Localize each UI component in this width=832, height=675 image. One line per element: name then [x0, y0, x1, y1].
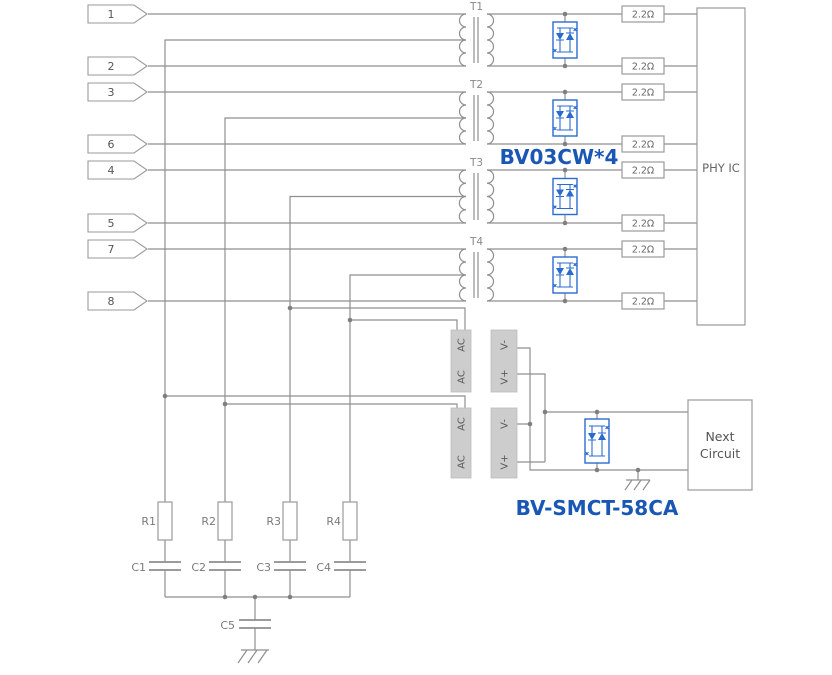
surge-module-part-number: BV-SMCT-58CA: [516, 496, 679, 520]
resistor-label: R3: [266, 515, 281, 528]
tvs-array-1: [552, 21, 578, 59]
resistor-label: R1: [141, 515, 156, 528]
phy-ic-box: PHY IC: [696, 7, 746, 326]
pin-label: 7: [108, 243, 115, 256]
resistor-label: R4: [326, 515, 341, 528]
resistor-r2: R2: [201, 501, 233, 541]
capacitor-label-c1: C1: [131, 561, 146, 574]
connector-pin-6: 6: [87, 134, 148, 154]
resistor-2r2-3: 2.2Ω: [621, 83, 665, 101]
chassis-ground-right-icon: [624, 479, 651, 491]
bridge-pin-ac: AC: [457, 417, 468, 431]
resistor-2r2-4: 2.2Ω: [621, 135, 665, 153]
resistor-value: 2.2Ω: [632, 88, 654, 99]
transformer-label: T2: [469, 79, 483, 91]
connector-pin-7: 7: [87, 239, 148, 259]
bridge-pin-ac: AC: [457, 370, 468, 384]
resistor-2r2-6: 2.2Ω: [621, 214, 665, 232]
connector-pin-1: 1: [87, 4, 148, 24]
resistor-r3: R3: [266, 501, 298, 541]
resistor-r1: R1: [141, 501, 173, 541]
pin-label: 1: [108, 8, 115, 21]
resistor-value: 2.2Ω: [632, 245, 654, 256]
resistor-value: 2.2Ω: [632, 62, 654, 73]
tvs-surge-module: [584, 418, 610, 464]
pin-label: 5: [108, 217, 115, 230]
tvs-lead-wires: [564, 14, 598, 470]
junction-dots: [162, 11, 641, 600]
tvs-array-part-number: BV03CW*4: [500, 145, 619, 169]
transformer-t2: T2: [458, 79, 495, 145]
tvs-array-2: [552, 99, 578, 137]
resistor-2r2-8: 2.2Ω: [621, 292, 665, 310]
tvs-array-4: [552, 256, 578, 294]
tvs-array-3: [552, 177, 578, 216]
connector-pin-4: 4: [87, 160, 148, 180]
bridge-pin-vplus: V+: [500, 369, 511, 384]
capacitor-labels: C1 C2 C3 C4 C5: [131, 561, 331, 632]
chassis-ground-bottom-icon: [237, 649, 269, 664]
pin-label: 2: [108, 60, 115, 73]
bridge-output-wires: [516, 347, 688, 480]
capacitor-label-c2: C2: [191, 561, 206, 574]
bridge-pin-ac: AC: [457, 455, 468, 469]
resistor-r4: R4: [326, 501, 358, 541]
resistor-value: 2.2Ω: [632, 297, 654, 308]
pin-label: 4: [108, 164, 115, 177]
connector-pin-8: 8: [87, 291, 148, 311]
capacitor-plates: [149, 561, 366, 629]
bridge-pin-ac: AC: [457, 338, 468, 352]
pin-label: 6: [108, 138, 115, 151]
center-tap-bus-wires: [164, 39, 466, 502]
termination-wires: [164, 540, 351, 650]
bridge-input-wires: [165, 307, 466, 408]
transformer-label: T3: [469, 157, 483, 169]
capacitor-label-c4: C4: [316, 561, 331, 574]
pin-label: 8: [108, 295, 115, 308]
bridge-pin-vplus: V+: [500, 454, 511, 469]
bridge-pin-vminus: V-: [500, 340, 511, 350]
phy-ic-label: PHY IC: [702, 161, 740, 175]
bridge-pin-vminus: V-: [500, 419, 511, 429]
bridge-rectifier-2: AC AC V- V+: [450, 407, 518, 479]
transformer-label: T1: [469, 1, 483, 13]
resistor-value: 2.2Ω: [632, 219, 654, 230]
transformer-label: T4: [469, 236, 483, 248]
resistor-2r2-5: 2.2Ω: [621, 161, 665, 179]
resistor-value: 2.2Ω: [632, 166, 654, 177]
resistor-label: R2: [201, 515, 216, 528]
pin-wires: [148, 13, 466, 302]
next-circuit-box: Next Circuit: [687, 399, 753, 491]
resistor-value: 2.2Ω: [632, 140, 654, 151]
connector-pin-5: 5: [87, 213, 148, 233]
resistor-2r2-1: 2.2Ω: [621, 5, 665, 23]
capacitor-label-c3: C3: [256, 561, 271, 574]
transformer-t3: T3: [458, 157, 495, 224]
capacitor-label-c5: C5: [220, 619, 235, 632]
transformer-t4: T4: [458, 236, 495, 302]
pin-label: 3: [108, 86, 115, 99]
resistor-2r2-2: 2.2Ω: [621, 57, 665, 75]
resistor-value: 2.2Ω: [632, 10, 654, 21]
transformer-t1: T1: [458, 1, 495, 67]
secondary-wires: [487, 13, 622, 302]
resistor-2r2-7: 2.2Ω: [621, 240, 665, 258]
bridge-rectifier-1: AC AC V- V+: [450, 329, 518, 393]
connector-pin-3: 3: [87, 82, 148, 102]
next-circuit-label-line1: Next: [705, 429, 734, 444]
wires: [148, 13, 697, 650]
next-circuit-label-line2: Circuit: [700, 446, 740, 461]
connector-pin-2: 2: [87, 56, 148, 76]
phy-wires: [664, 13, 697, 302]
